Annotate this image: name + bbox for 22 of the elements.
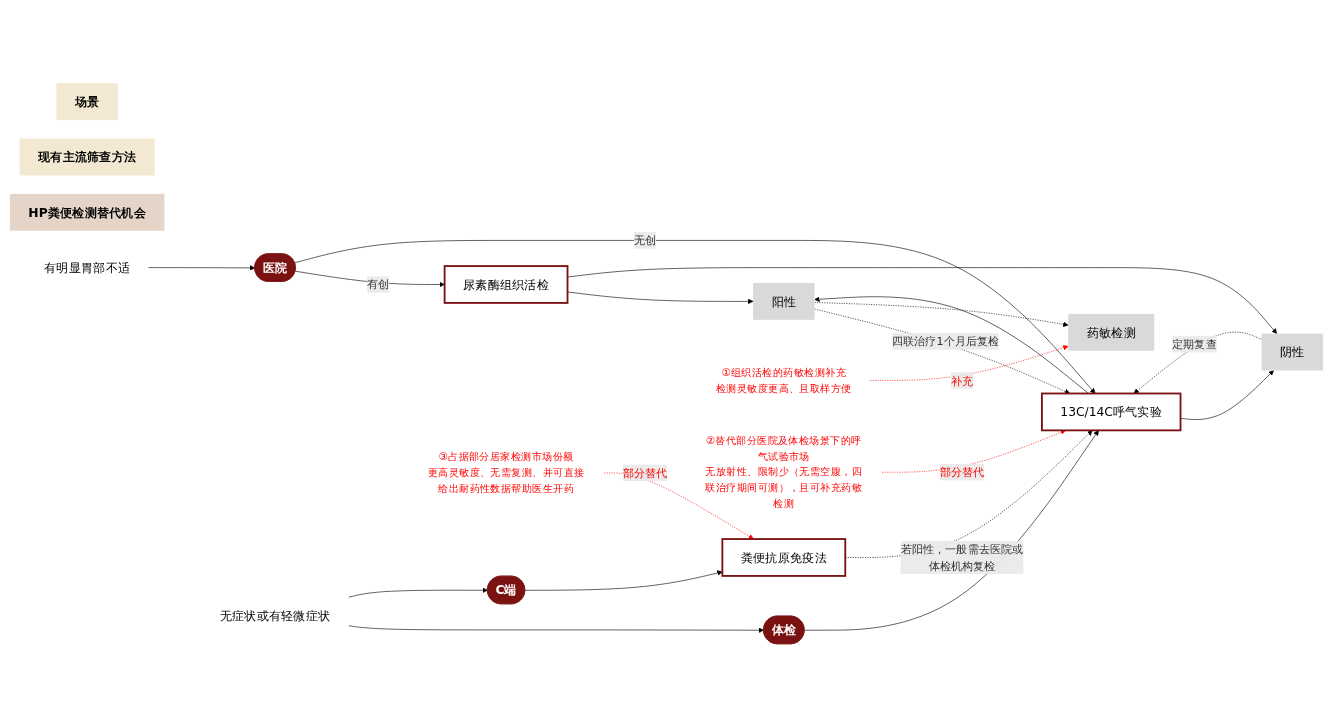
node-box: 现有主流筛查方法 bbox=[19, 138, 155, 176]
edge-label: 部分替代 bbox=[939, 465, 985, 479]
node-text: ①组织活检的药敏检测补充 检测灵敏度更高、且取样方便 bbox=[715, 366, 852, 395]
node-box: 阴性 bbox=[1261, 333, 1324, 371]
node-text: ②替代部分医院及体检场景下的呼气试验市场 无放射性、限制少（无需空腹，四联治疗期间可测），且可补充药敏检测 bbox=[705, 434, 863, 510]
edge-label: 四联治疗1个月后复检 bbox=[892, 334, 999, 348]
node-box: 粪便抗原免疫法 bbox=[721, 538, 847, 577]
node-box: HP粪便检测替代机会 bbox=[9, 193, 165, 231]
node-box: 13C/14C呼气实验 bbox=[1041, 392, 1182, 432]
edge-label: 无创 bbox=[633, 233, 656, 247]
edge-label: 部分替代 bbox=[622, 466, 668, 480]
edge-label: 有创 bbox=[367, 278, 390, 291]
node-text: 无症状或有轻微症状 bbox=[219, 607, 331, 623]
node-box: 尿素酶组织活检 bbox=[443, 265, 569, 304]
edge-label: 若阳性，一般需去医院或体检机构复检 bbox=[901, 542, 1023, 573]
node-text: 有明显胃部不适 bbox=[44, 260, 131, 275]
edge-label: 补充 bbox=[950, 374, 974, 387]
node-text: ③占据部分居家检测市场份额 更高灵敏度、无需复测、并可直接给出耐药性数据帮助医生开药 bbox=[427, 450, 585, 495]
node-box: 场景 bbox=[56, 83, 118, 121]
node-box: 阳性 bbox=[753, 282, 815, 320]
edge-label: 定期复查 bbox=[1172, 337, 1217, 351]
node-box: 药敏检测 bbox=[1068, 313, 1155, 351]
